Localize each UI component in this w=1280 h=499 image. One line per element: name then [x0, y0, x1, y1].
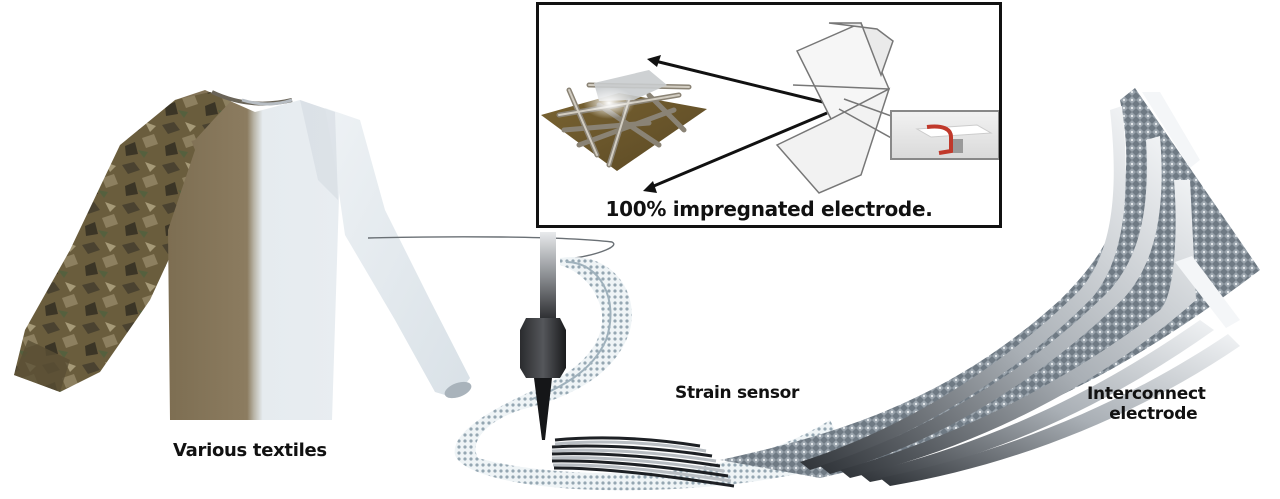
- connector-line: [367, 236, 615, 259]
- inset-illustration: [541, 22, 999, 194]
- nozzle-shaft: [540, 232, 556, 320]
- interconnect-electrode-illustration: [720, 88, 1260, 486]
- label-strain-sensor: Strain sensor: [675, 383, 800, 403]
- label-interconnect-line1: Interconnect: [1087, 384, 1206, 404]
- inset-caption: 100% impregnated electrode.: [605, 197, 933, 221]
- folded-textile-icon: [775, 22, 906, 194]
- label-interconnect-electrode: Interconnect electrode: [1087, 384, 1206, 424]
- cross-section-thumbnail: [890, 110, 999, 160]
- arrows: [643, 55, 828, 193]
- label-various-textiles: Various textiles: [173, 440, 327, 461]
- inset-panel: 100% impregnated electrode.: [536, 2, 1002, 228]
- nanowire-network-icon: [541, 70, 707, 171]
- shirt-illustration: [14, 90, 472, 420]
- nozzle-tip: [534, 378, 552, 440]
- nozzle-body: [520, 318, 566, 378]
- label-interconnect-line2: electrode: [1109, 404, 1198, 424]
